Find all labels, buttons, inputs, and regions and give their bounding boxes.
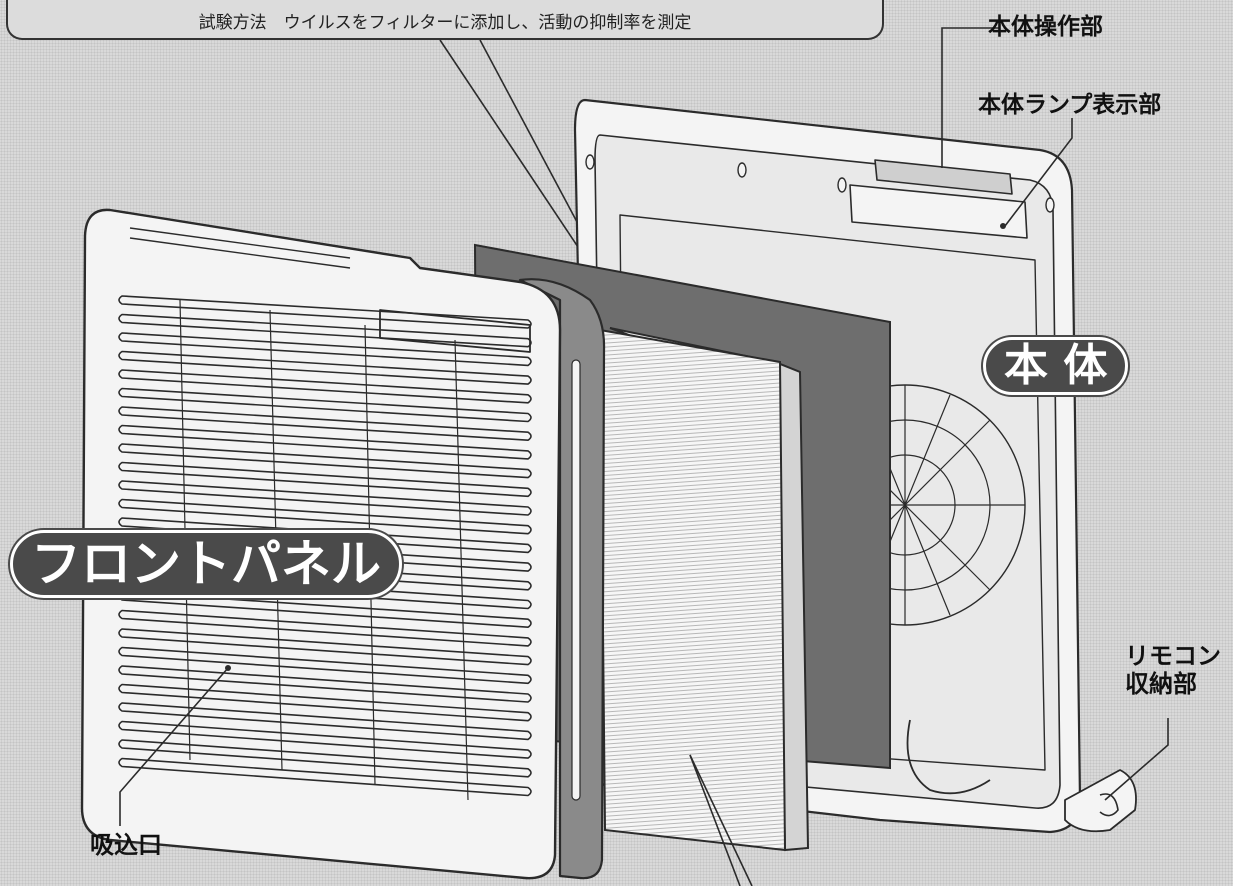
intake-slot bbox=[118, 461, 532, 498]
body-lamp-display-label: 本体ランプ表示部 bbox=[978, 92, 1162, 118]
intake-slot bbox=[118, 332, 532, 367]
intake-slot bbox=[118, 517, 532, 554]
leader-lines bbox=[119, 27, 1169, 886]
remote-storage-label: リモコン 収納部 bbox=[1125, 642, 1221, 698]
intake-slot bbox=[118, 739, 532, 778]
body-control-label: 本体操作部 bbox=[988, 14, 1103, 40]
intake-slot bbox=[118, 683, 532, 722]
intake-slot bbox=[118, 350, 532, 385]
intake-slot bbox=[118, 609, 532, 647]
intake-slot bbox=[118, 720, 532, 759]
intake-slot bbox=[118, 498, 532, 535]
test-method-callout: 試験方法 ウイルスをフィルターに添加し、活動の抑制率を測定 bbox=[6, 0, 884, 40]
intake-slot bbox=[118, 757, 532, 797]
test-method-text: 試験方法 ウイルスをフィルターに添加し、活動の抑制率を測定 bbox=[198, 13, 692, 33]
intake-slot bbox=[118, 628, 532, 666]
intake-slot bbox=[118, 369, 532, 404]
intake-slot bbox=[118, 424, 532, 460]
intake-slot bbox=[118, 702, 532, 741]
intake-slot bbox=[118, 406, 532, 441]
intake-slot bbox=[118, 387, 532, 423]
front-panel-badge: フロントパネル bbox=[10, 530, 402, 598]
intake-slot bbox=[118, 295, 532, 329]
main-body-badge: 本 体 bbox=[983, 337, 1129, 395]
pleated-filter bbox=[598, 327, 810, 852]
intake-slot bbox=[118, 443, 532, 479]
intake-slot bbox=[118, 646, 532, 685]
intake-slot bbox=[118, 665, 532, 703]
intake-slot bbox=[118, 313, 532, 348]
intake-label: 吸込口 bbox=[90, 831, 162, 859]
intake-slot bbox=[118, 480, 532, 516]
